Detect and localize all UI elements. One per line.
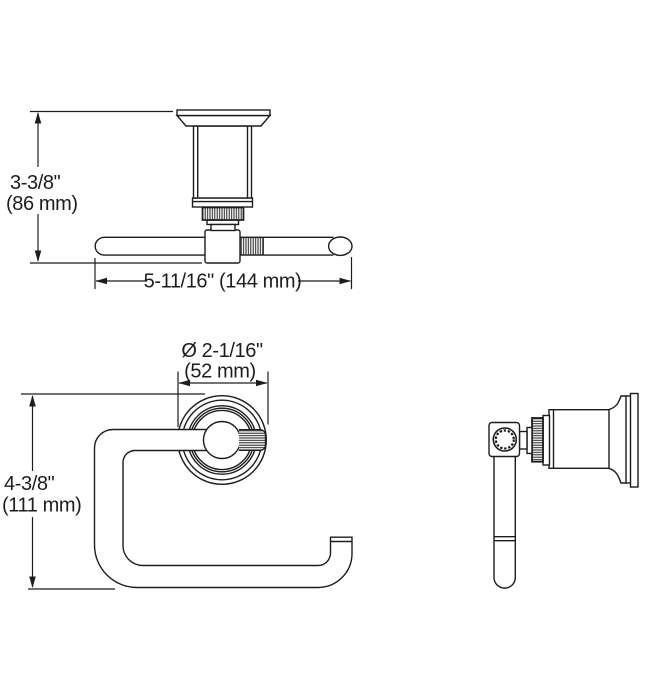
depth-dimension-label-mm: (86 mm) — [6, 193, 78, 215]
roll-bar-left-cap — [94, 236, 105, 256]
nut-washer — [526, 426, 533, 455]
pivot-knob-knurl-ring — [494, 429, 515, 450]
post-body-cylinder — [192, 125, 253, 199]
height-dimension-label-mm: (111 mm) — [2, 495, 81, 517]
width-dimension: 5-11/16" (144 mm) — [94, 257, 353, 293]
mounting-nut-side-view — [531, 417, 544, 463]
diameter-dimension: Ø 2-1/16" (52 mm) — [177, 340, 269, 427]
holder-arm-front-view — [93, 428, 353, 589]
width-dimension-label: 5-11/16" (144 mm) — [144, 271, 302, 293]
arm-hub — [202, 420, 242, 460]
depth-dimension: 3-3/8" (86 mm) — [6, 110, 202, 264]
post-end-ring — [542, 414, 551, 466]
height-arrow-down — [29, 576, 36, 588]
flange-bell — [607, 395, 627, 484]
block-neck — [518, 430, 528, 450]
height-arrow-up — [29, 395, 36, 407]
holder-arm-outline — [93, 428, 353, 589]
roll-bar-knurl — [239, 236, 264, 256]
front-view: Ø 2-1/16" (52 mm) 4-3/8" (111 mm) — [2, 340, 353, 590]
mounting-nut-knurled — [201, 206, 245, 221]
roll-bar-top-view — [94, 236, 353, 257]
wall-plate-side-view — [629, 392, 639, 488]
diameter-arrow-right — [256, 379, 268, 387]
post-base-ring — [191, 197, 254, 208]
depth-arrow-down — [34, 250, 42, 262]
post-knurled-knob — [239, 428, 267, 452]
depth-arrow-up — [34, 112, 42, 124]
flange-taper — [175, 114, 272, 127]
pivot-knob-face — [492, 427, 518, 452]
side-view — [488, 392, 639, 589]
wall-post-top-view — [175, 109, 272, 264]
height-dimension: 4-3/8" (111 mm) — [2, 393, 205, 590]
post-neck-stem — [210, 223, 236, 232]
width-arrow-left — [95, 277, 107, 285]
post-center-block — [204, 229, 241, 264]
depth-dimension-label-inches: 3-3/8" — [10, 172, 61, 194]
width-arrow-right — [339, 277, 351, 285]
diameter-dimension-label-inches: Ø 2-1/16" — [181, 340, 263, 362]
post-body-side-view — [548, 409, 610, 470]
diameter-arrow-left — [178, 379, 190, 387]
roll-bar-end-cap — [327, 236, 353, 257]
top-view: 3-3/8" (86 mm) 5-11/16" (144 mm) — [6, 109, 353, 293]
holder-arm-side-view — [493, 455, 516, 589]
diameter-dimension-label-mm: (52 mm) — [184, 361, 256, 383]
height-dimension-label-inches: 4-3/8" — [4, 473, 55, 495]
wall-plate-top-view — [176, 109, 271, 117]
